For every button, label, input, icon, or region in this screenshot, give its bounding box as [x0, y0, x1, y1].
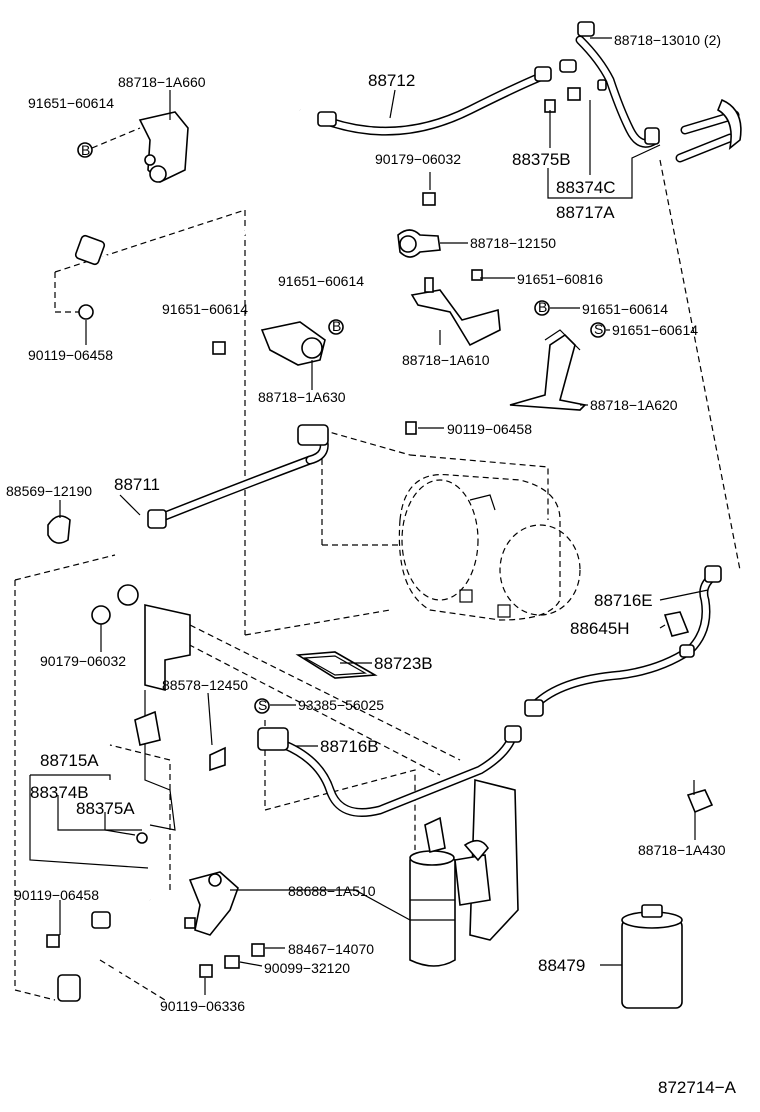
label-88717A: 88717A [556, 203, 615, 222]
label-88716B: 88716B [320, 737, 379, 756]
clip-88569-12190 [47, 515, 71, 544]
bolt-b-symbol: B [81, 142, 90, 158]
fasteners [46, 87, 606, 978]
label-88569-12190: 88569−12190 [6, 483, 92, 499]
callout-symbols: B B B S S [81, 142, 603, 713]
part-labels: 88718−13010 (2) 88712 88718−1A660 91651−… [6, 32, 737, 1097]
pipe-88717A [559, 21, 660, 148]
bracket-88718-1A660 [138, 111, 189, 183]
label-88467-14070: 88467−14070 [288, 941, 374, 957]
label-88375A: 88375A [76, 799, 135, 818]
label-88375B: 88375B [512, 150, 571, 169]
label-90119-06336: 90119−06336 [160, 998, 245, 1014]
label-90119-06458: 90119−06458 [447, 421, 532, 437]
label-88578-12450: 88578−12450 [162, 677, 248, 693]
label-90179-06032: 90179−06032 [40, 653, 126, 669]
label-91651-60614: 91651−60614 [28, 95, 114, 111]
label-88688-1A510: 88688−1A510 [288, 883, 376, 899]
label-88718-1A610: 88718−1A610 [402, 352, 490, 368]
part-88645H [663, 611, 690, 637]
label-88645H: 88645H [570, 619, 630, 638]
bolt-b-symbol: B [538, 299, 547, 315]
label-88374C: 88374C [556, 178, 616, 197]
label-88718-1A430: 88718−1A430 [638, 842, 726, 858]
bracket-88718-1A620 [509, 329, 587, 411]
label-88712: 88712 [368, 71, 415, 90]
label-88716E: 88716E [594, 591, 653, 610]
bolt-s-symbol: S [594, 321, 603, 337]
label-90099-32120: 90099−32120 [264, 960, 350, 976]
label-91651-60614: 91651−60614 [162, 301, 248, 317]
compressor [398, 473, 581, 621]
clip-88718-1A430 [686, 780, 714, 814]
bracket-88718-12150 [397, 229, 441, 258]
label-91651-60816: 91651−60816 [517, 271, 603, 287]
label-90119-06458: 90119−06458 [28, 347, 113, 363]
label-88718-1A630: 88718−1A630 [258, 389, 346, 405]
label-90179-06032: 90179−06032 [375, 151, 461, 167]
pipe-88712 [74, 66, 552, 283]
label-91651-60614: 91651−60614 [278, 273, 364, 289]
pipe-88716E [524, 565, 722, 717]
bracket-88688-1A510 [188, 871, 239, 936]
receiver-dryer [409, 778, 519, 967]
label-93385-56025: 93385−56025 [298, 697, 384, 713]
bracket-88718-1A610 [410, 277, 501, 347]
label-88718-1A620: 88718−1A620 [590, 397, 678, 413]
label-91651-60614: 91651−60614 [582, 301, 668, 317]
pad-88723B [295, 651, 378, 679]
pipe-end-top-right [675, 98, 742, 163]
figure-code: 872714−A [658, 1078, 737, 1097]
pipe-88716B [257, 725, 522, 817]
bracket-88718-1A630 [260, 321, 326, 366]
label-88374B: 88374B [30, 783, 89, 802]
label-88718-13010: 88718−13010 (2) [614, 32, 721, 48]
bolt-b-symbol: B [332, 318, 341, 334]
label-90119-06458: 90119−06458 [14, 887, 99, 903]
condenser-bracket [134, 604, 191, 831]
bolt-s-symbol: S [258, 697, 267, 713]
label-91651-60614: 91651−60614 [612, 322, 698, 338]
oil-can-88479 [621, 904, 683, 1009]
label-88711: 88711 [114, 475, 160, 494]
dashed-assembly-lines [14, 159, 741, 1001]
clip-88578-12450 [209, 746, 226, 772]
leader-lines [29, 37, 709, 995]
pipe-88715A [57, 859, 155, 1017]
label-88718-1A660: 88718−1A660 [118, 74, 206, 90]
pipe-88711 [117, 424, 329, 606]
label-88715A: 88715A [40, 751, 99, 770]
label-88723B: 88723B [374, 654, 433, 673]
label-88718-12150: 88718−12150 [470, 235, 556, 251]
label-88479: 88479 [538, 956, 585, 975]
